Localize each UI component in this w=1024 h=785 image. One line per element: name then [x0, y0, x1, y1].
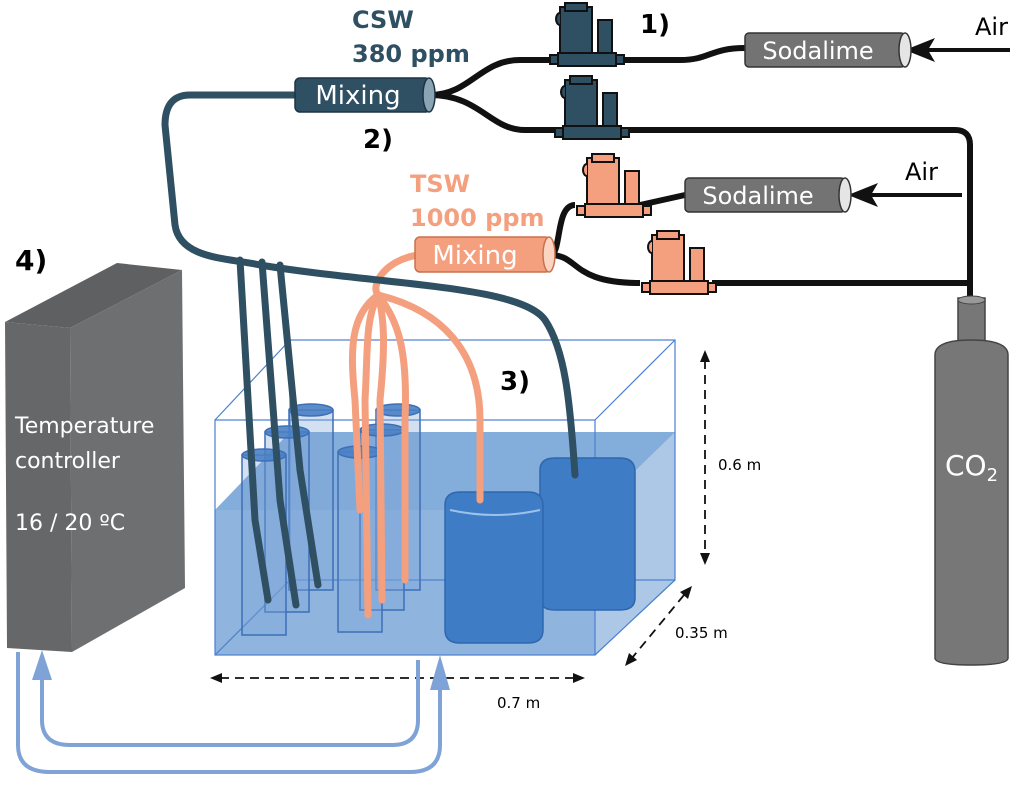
air-label-1: Air: [975, 13, 1008, 41]
csw-tubes: [161, 91, 579, 609]
air-arrow-2: [848, 183, 962, 207]
dimension-arrows: [210, 350, 710, 683]
controller-temp: 16 / 20 ºC: [15, 511, 125, 536]
mass-flow-controller-csw-2: [554, 75, 630, 140]
cube-containers: [444, 457, 636, 644]
csw-mixer: Mixing: [294, 77, 436, 113]
label-2: 2): [363, 125, 393, 155]
controller-line2: controller: [15, 449, 121, 474]
sodalime-label-1: Sodalime: [762, 37, 873, 65]
mass-flow-controller-tsw-2: [641, 230, 717, 295]
co2-label: CO2: [945, 449, 998, 486]
circulation-arrowhead-2: [430, 655, 450, 690]
label-4: 4): [15, 244, 47, 277]
csw-ppm: 380 ppm: [352, 40, 470, 68]
sodalime-cylinder-1: Sodalime: [744, 32, 912, 68]
co2-cylinder: CO2: [934, 295, 1009, 666]
label-1: 1): [640, 10, 670, 40]
tsw-mixer: Mixing: [414, 236, 556, 273]
circulation-arrowhead-1: [32, 650, 52, 680]
mass-flow-controller-csw-1: [549, 2, 625, 67]
label-3: 3): [500, 367, 530, 397]
water-circulation-arrows: [16, 652, 442, 774]
tsw-tubes: [348, 251, 484, 619]
controller-line1: Temperature: [14, 414, 154, 439]
dimension-height: 0.6 m: [718, 456, 761, 474]
tsw-label: TSW: [410, 170, 470, 198]
gas-tubes: [429, 45, 973, 298]
sodalime-cylinder-2: Sodalime: [684, 177, 852, 213]
air-label-2: Air: [905, 158, 938, 186]
temperature-controller: Temperature controller 16 / 20 ºC: [5, 263, 185, 652]
csw-label: CSW: [352, 6, 414, 34]
sodalime-label-2: Sodalime: [702, 182, 813, 210]
csw-mixer-label: Mixing: [315, 81, 400, 111]
air-arrow-1: [905, 38, 1010, 62]
tsw-mixer-label: Mixing: [432, 241, 517, 271]
tsw-ppm: 1000 ppm: [410, 204, 545, 232]
dimension-width: 0.7 m: [497, 694, 540, 712]
mass-flow-controller-tsw-1: [576, 153, 652, 218]
dimension-depth: 0.35 m: [675, 624, 728, 642]
